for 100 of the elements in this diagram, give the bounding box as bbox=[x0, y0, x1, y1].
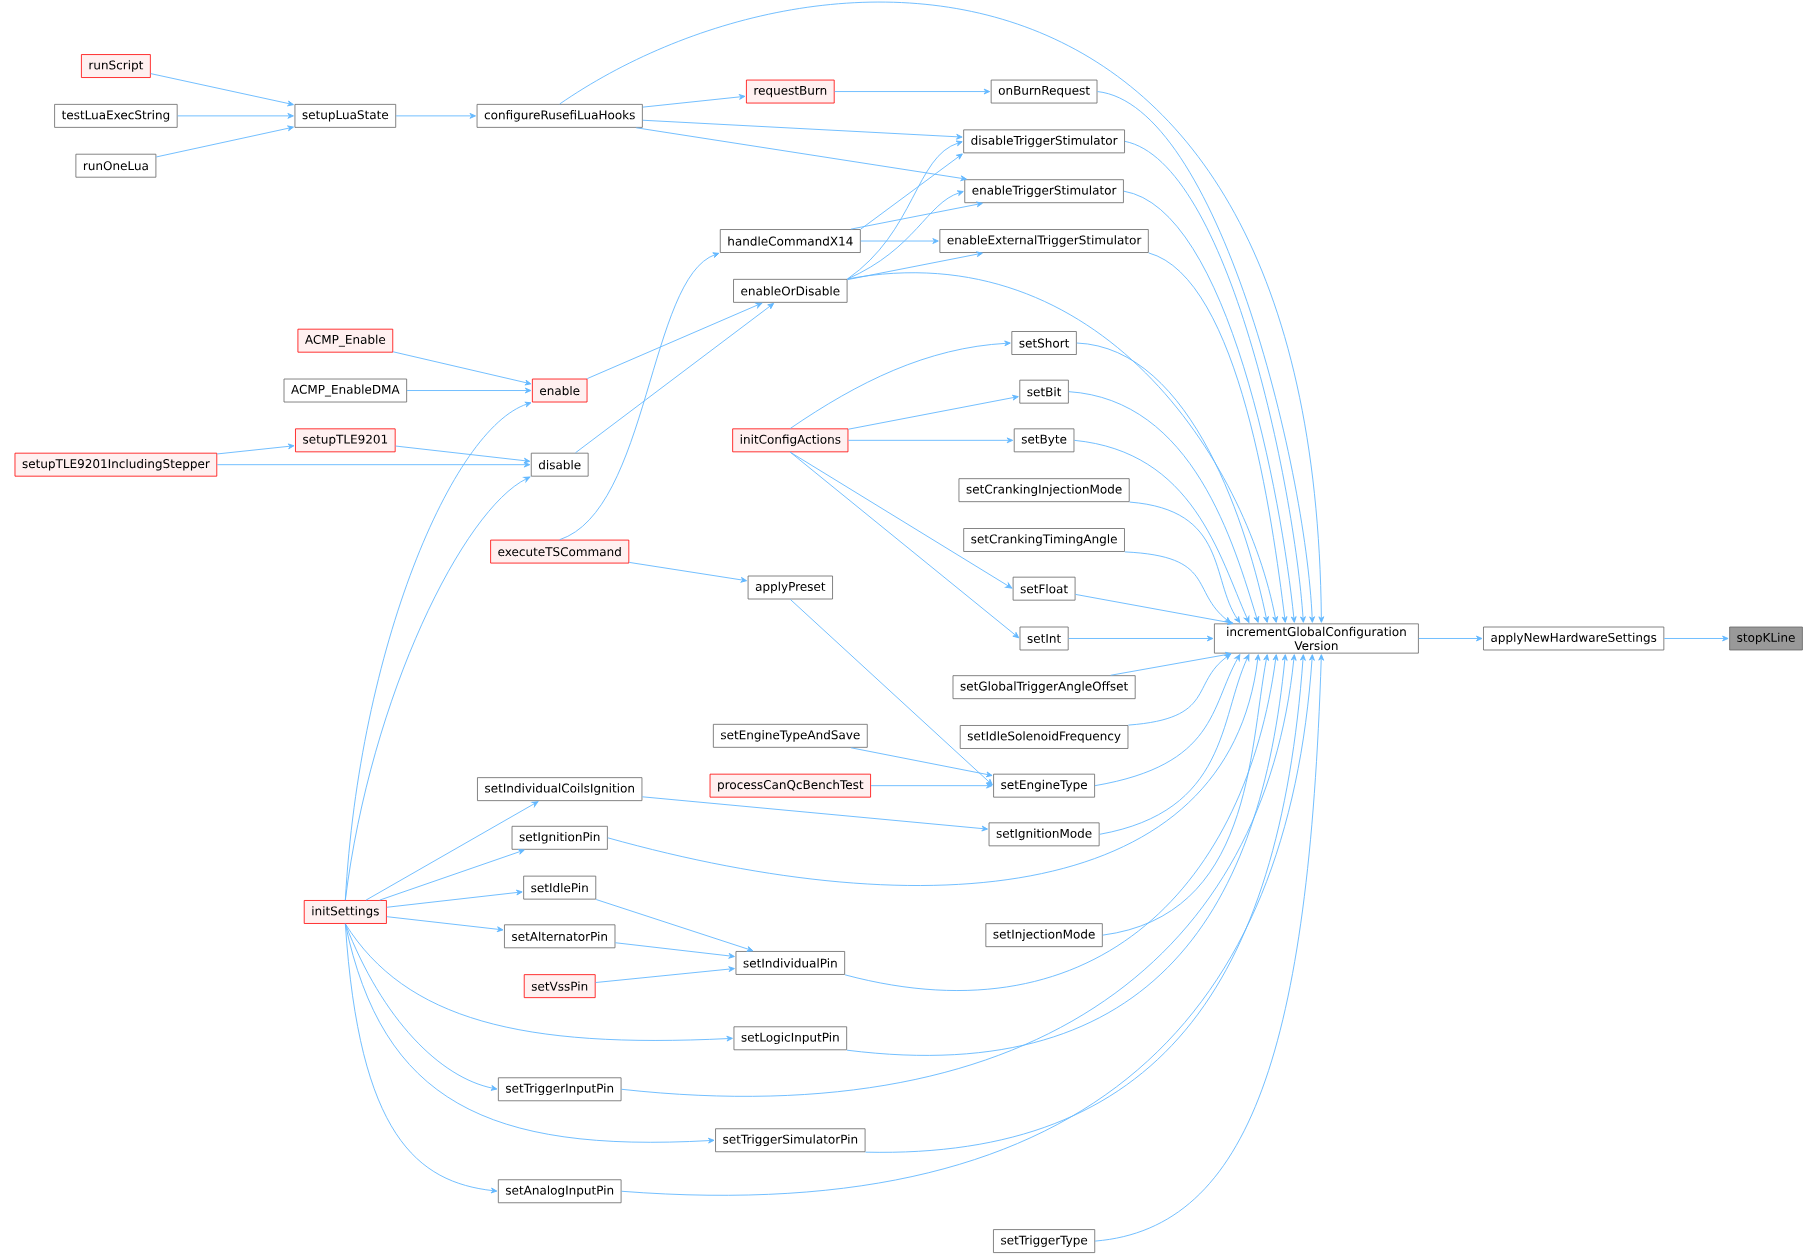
arrow bbox=[641, 796, 988, 832]
function-box: testLuaExecString bbox=[54, 103, 178, 128]
arrow bbox=[395, 445, 531, 464]
arrow bbox=[642, 119, 963, 140]
function-box: incrementGlobalConfiguration Version bbox=[1214, 623, 1419, 654]
function-box: setByte bbox=[1013, 428, 1075, 453]
function-box: setIndividualCoilsIgnition bbox=[477, 777, 643, 802]
arrow bbox=[844, 654, 1279, 991]
function-box: enableExternalTriggerStimulator bbox=[939, 229, 1149, 253]
arrow bbox=[865, 654, 1306, 1153]
arrow bbox=[586, 302, 763, 380]
function-box: setupLuaState bbox=[294, 103, 397, 128]
arrow bbox=[847, 251, 983, 281]
arrow bbox=[847, 190, 964, 280]
function-box: setGlobalTriggerAngleOffset bbox=[952, 675, 1136, 700]
function-box: setIdlePin bbox=[523, 875, 597, 900]
function-box: ACMP_EnableDMA bbox=[283, 378, 408, 403]
function-box: configureRusefiLuaHooks bbox=[476, 103, 643, 128]
arrow bbox=[386, 889, 523, 908]
arrow bbox=[216, 443, 295, 455]
function-box: applyPreset bbox=[747, 575, 833, 600]
arrow bbox=[595, 899, 754, 952]
arrow bbox=[789, 598, 993, 786]
arrow bbox=[1099, 654, 1250, 835]
arrow bbox=[614, 942, 735, 959]
function-box: setInjectionMode bbox=[985, 923, 1103, 948]
function-box: requestBurn bbox=[746, 79, 835, 104]
arrow bbox=[392, 351, 532, 386]
function-box: applyNewHardwareSettings bbox=[1483, 626, 1665, 651]
function-box: initSettings bbox=[303, 900, 387, 924]
function-box: setIdleSolenoidFrequency bbox=[959, 725, 1129, 749]
function-box: setTriggerType bbox=[993, 1229, 1096, 1253]
function-box: stopKLine bbox=[1729, 626, 1803, 651]
arrow bbox=[395, 113, 476, 119]
function-box: setLogicInputPin bbox=[733, 1026, 848, 1051]
function-box: setAlternatorPin bbox=[504, 924, 616, 949]
arrow bbox=[870, 782, 993, 789]
arrow bbox=[1124, 551, 1231, 624]
function-box: setBit bbox=[1019, 379, 1069, 404]
function-box: ACMP_Enable bbox=[297, 328, 394, 353]
arrow bbox=[1068, 391, 1260, 623]
arrow bbox=[1148, 252, 1288, 623]
function-box: runScript bbox=[81, 54, 151, 78]
arrow bbox=[621, 654, 1297, 1097]
arrow bbox=[628, 561, 748, 583]
arrow bbox=[1123, 190, 1297, 623]
arrow bbox=[834, 88, 991, 95]
arrow bbox=[1663, 635, 1729, 642]
arrow bbox=[150, 73, 294, 107]
arrow bbox=[575, 303, 775, 454]
function-box: executeTSCommand bbox=[490, 539, 630, 564]
function-box: setTriggerSimulatorPin bbox=[715, 1128, 866, 1153]
arrow bbox=[607, 654, 1261, 886]
function-box: runOneLua bbox=[75, 153, 157, 178]
function-box: setIndividualPin bbox=[735, 951, 846, 975]
arrow bbox=[860, 238, 939, 244]
function-box: setCrankingInjectionMode bbox=[958, 478, 1130, 503]
arrow bbox=[789, 451, 1020, 639]
function-box: enable bbox=[531, 378, 588, 403]
arrow bbox=[559, 252, 720, 541]
arrow bbox=[1124, 140, 1306, 623]
arrow bbox=[1068, 635, 1214, 642]
arrow bbox=[635, 127, 967, 182]
function-box: disableTriggerStimulator bbox=[963, 129, 1125, 154]
arrow bbox=[1110, 651, 1232, 676]
arrow bbox=[344, 476, 531, 901]
arrow bbox=[1076, 342, 1269, 623]
arrow bbox=[344, 923, 498, 1194]
function-box: handleCommandX14 bbox=[719, 229, 861, 253]
function-box: enableTriggerStimulator bbox=[964, 179, 1124, 204]
arrow bbox=[847, 394, 1019, 430]
function-box: setIgnitionPin bbox=[511, 825, 608, 850]
arrow bbox=[1418, 635, 1483, 642]
arrow bbox=[1094, 654, 1241, 787]
function-box: setVssPin bbox=[523, 974, 596, 999]
arrow bbox=[621, 654, 1315, 1196]
arrow bbox=[847, 140, 963, 280]
function-box: setFloat bbox=[1012, 576, 1076, 601]
arrow bbox=[847, 437, 1014, 444]
arrow bbox=[1129, 501, 1241, 623]
function-box: processCanQcBenchTest bbox=[709, 773, 871, 798]
arrow bbox=[406, 387, 532, 394]
function-box: setAnalogInputPin bbox=[497, 1179, 622, 1204]
arrow bbox=[846, 654, 1288, 1056]
function-box: setInt bbox=[1019, 626, 1069, 651]
function-box: setCrankingTimingAngle bbox=[963, 528, 1125, 552]
function-box: initConfigActions bbox=[732, 428, 849, 453]
arrow bbox=[559, 1, 1325, 623]
arrow bbox=[850, 201, 983, 230]
arrow bbox=[1127, 653, 1231, 726]
arrow bbox=[379, 849, 525, 901]
function-box: enableOrDisable bbox=[733, 278, 848, 303]
arrow bbox=[365, 801, 539, 901]
arrow bbox=[1102, 654, 1270, 936]
function-box: setTriggerInputPin bbox=[497, 1077, 622, 1102]
function-box: setEngineTypeAndSave bbox=[712, 723, 868, 748]
arrow bbox=[344, 923, 733, 1042]
arrow bbox=[155, 125, 294, 158]
arrow bbox=[344, 923, 715, 1144]
arrow bbox=[177, 113, 294, 119]
